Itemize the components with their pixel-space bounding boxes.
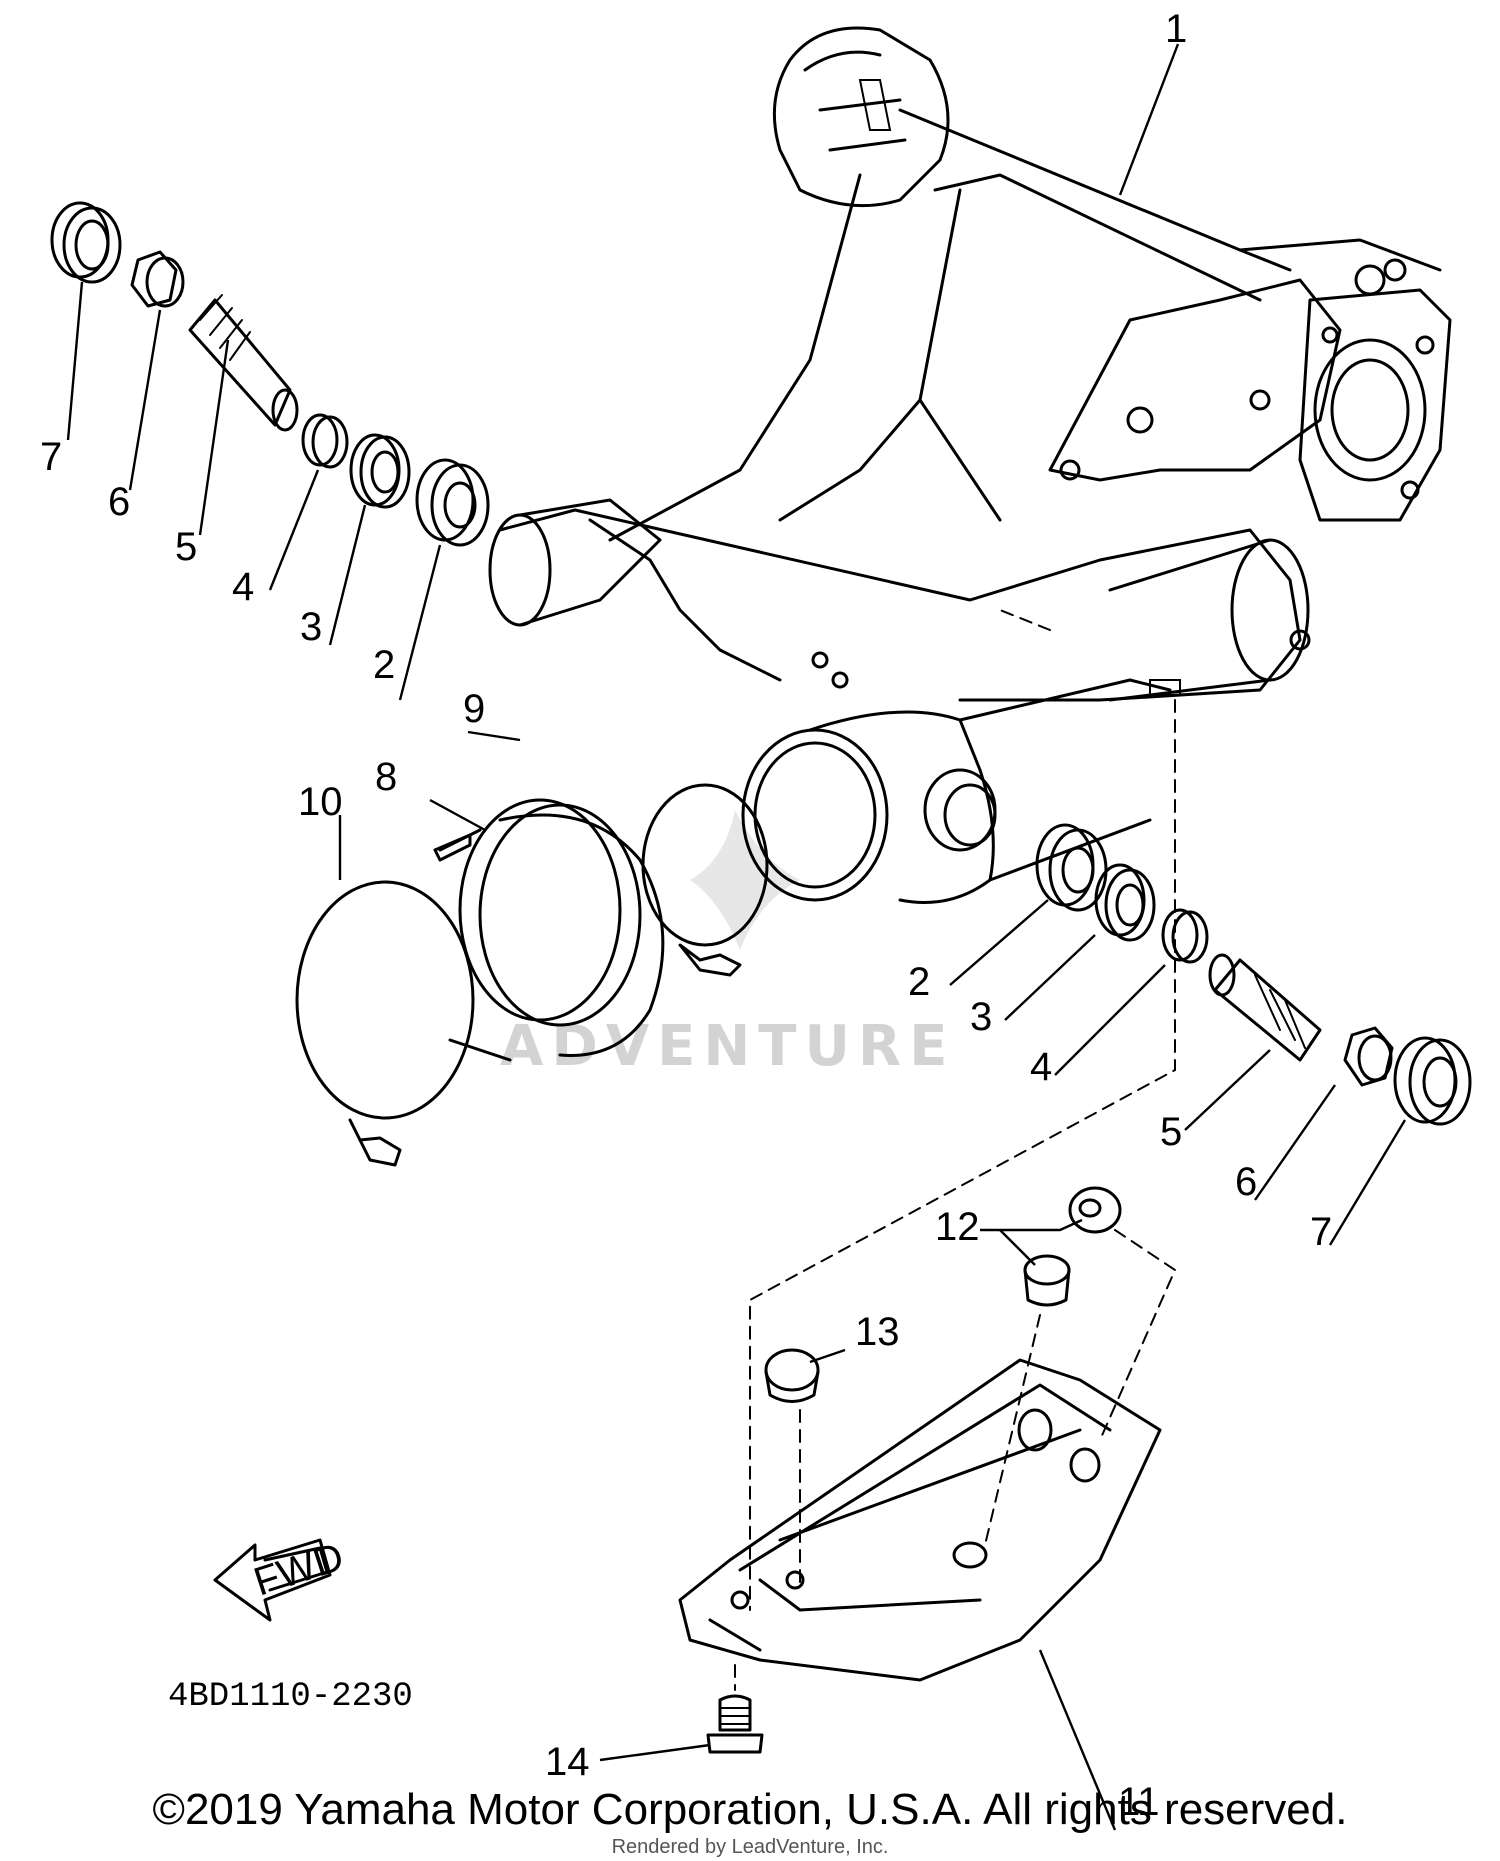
- part-10-clamp: [295, 880, 475, 1167]
- part-13-cap: [764, 1348, 820, 1403]
- part-6-nut-right: [1343, 1026, 1394, 1087]
- callout-8: 8: [375, 755, 397, 799]
- part-1-swingarm: [488, 26, 1452, 904]
- copyright-notice: ©2019 Yamaha Motor Corporation, U.S.A. A…: [152, 1785, 1348, 1834]
- right-bearing-stack: [1035, 823, 1472, 1126]
- callout-2-right: 2: [908, 960, 930, 1004]
- callouts: 1 7 6 5 4 3 2 9 8 10 2 3 4 5 6 7 12 13 1…: [40, 7, 1332, 1824]
- callout-10: 10: [298, 780, 343, 824]
- watermark-logo: [690, 810, 800, 950]
- part-12-grommet-upper: [1068, 1186, 1122, 1234]
- part-6-nut-left: [130, 250, 178, 308]
- callout-4-left: 4: [232, 565, 254, 609]
- callout-2-left: 2: [373, 643, 395, 687]
- callout-3-right: 3: [970, 995, 992, 1039]
- left-bearing-stack: [50, 201, 490, 547]
- callout-4-right: 4: [1030, 1045, 1052, 1089]
- callout-7-left: 7: [40, 435, 62, 479]
- part-5-shaft-left: [188, 298, 292, 427]
- callout-5-left: 5: [175, 525, 197, 569]
- part-4-collar-right: [1161, 908, 1199, 962]
- part-2-bearing-right: [1035, 823, 1095, 907]
- callout-11: 11: [1118, 1780, 1160, 1824]
- callout-14: 14: [545, 1740, 590, 1784]
- part-12-grommet-lower: [1023, 1254, 1071, 1307]
- callout-6-left: 6: [108, 480, 130, 524]
- callout-1: 1: [1165, 7, 1187, 51]
- part-9-band: [641, 783, 769, 977]
- part-14-bolt: [706, 1694, 764, 1754]
- callout-6-right: 6: [1235, 1160, 1257, 1204]
- callout-5-right: 5: [1160, 1110, 1182, 1154]
- callout-3-left: 3: [300, 605, 322, 649]
- part-8-boot: [433, 798, 665, 1062]
- leader-lines: [66, 43, 1407, 1831]
- diagram-code: 4BD1110-2230: [168, 1678, 413, 1716]
- fwd-arrow: FWD: [213, 1535, 349, 1622]
- callout-12: 12: [935, 1205, 980, 1249]
- watermark: ADVENTURE: [500, 810, 955, 1079]
- callout-7-right: 7: [1310, 1210, 1332, 1254]
- part-4-collar-left: [301, 413, 339, 467]
- part-3-seal-right: [1094, 863, 1146, 937]
- watermark-text: ADVENTURE: [500, 1014, 955, 1079]
- callout-9: 9: [463, 687, 485, 731]
- part-3-seal-left: [349, 433, 401, 507]
- part-11-guard: [678, 1358, 1162, 1682]
- callout-13: 13: [855, 1310, 900, 1354]
- part-5-shaft-right: [1213, 958, 1322, 1062]
- renderer-credit: Rendered by LeadVenture, Inc.: [611, 1836, 889, 1858]
